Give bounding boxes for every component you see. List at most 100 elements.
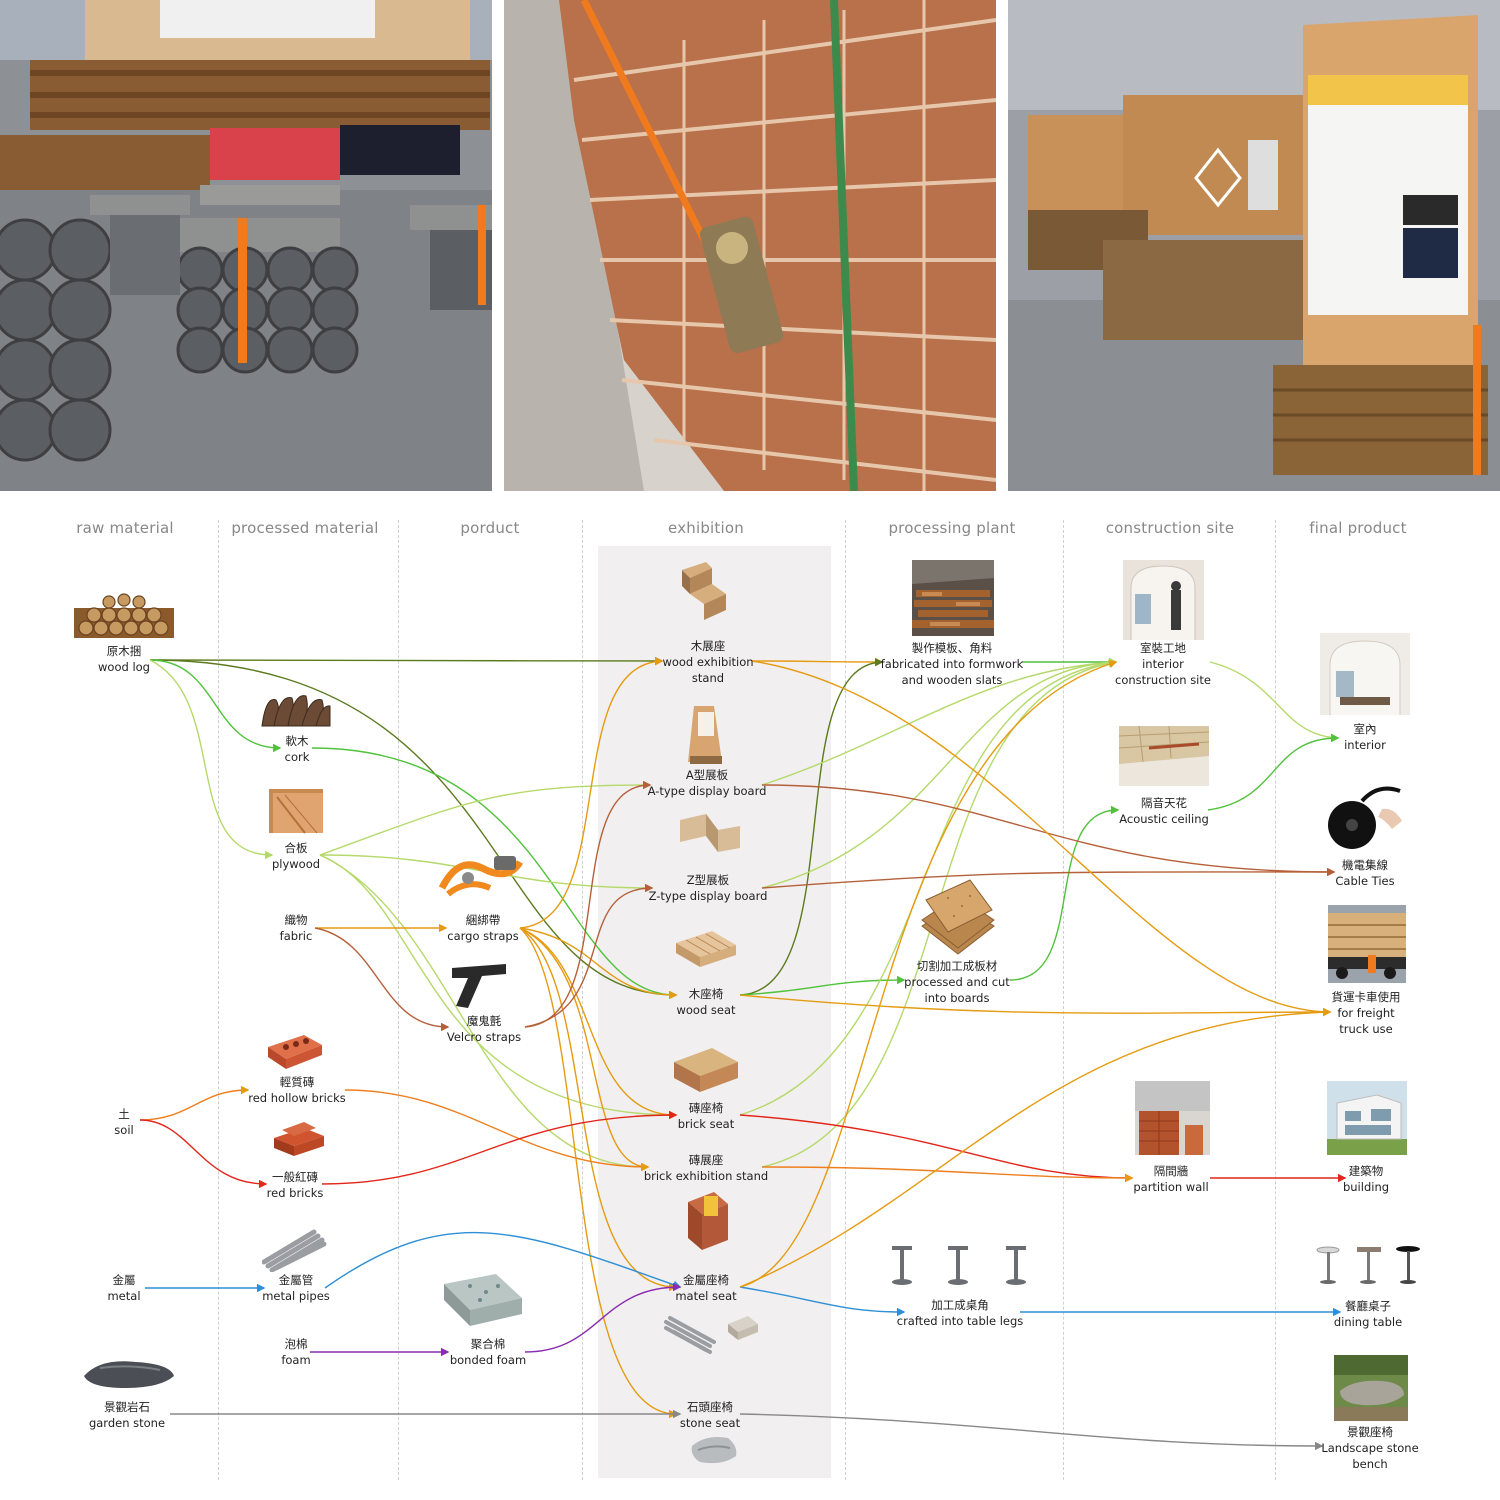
photo-exhibition-hall xyxy=(1008,0,1500,491)
link-acoustic-interior xyxy=(1207,733,1340,811)
link-stoneseat-bench xyxy=(739,1413,1324,1451)
link-woodlog-woodstand xyxy=(149,656,664,666)
link-ztype-interiorsite xyxy=(761,658,1118,889)
brick-seat-image xyxy=(674,1048,738,1092)
link-plywood-brickstand xyxy=(319,854,650,1172)
bonded-foam-image xyxy=(444,1274,522,1326)
interior-image xyxy=(1320,633,1410,715)
link-soil-hollow xyxy=(139,1085,250,1121)
column-divider xyxy=(218,520,219,1480)
plywood-image xyxy=(269,789,323,834)
dining-table-image xyxy=(1316,1246,1420,1284)
link-cargo-truck xyxy=(739,994,1332,1017)
column-divider xyxy=(1275,520,1276,1480)
a-type-display-board-image xyxy=(688,706,722,764)
link-fabric-velcro xyxy=(314,927,450,1032)
link-woodseat-formwork xyxy=(739,658,884,996)
column-header-final-product: final product xyxy=(1309,519,1407,537)
link-velcro-ztype xyxy=(524,883,654,1028)
wood-seat-image xyxy=(676,931,736,967)
acoustic-ceiling-image xyxy=(1119,726,1209,786)
link-cargo-woodseat xyxy=(519,927,678,1000)
brick-exhibition-stand-image xyxy=(688,1192,728,1250)
link-woodseat-cutboards xyxy=(739,975,906,996)
link-cargo-brickseat xyxy=(519,927,678,1120)
link-velcro-atype xyxy=(524,780,652,1028)
interior-site-image xyxy=(1123,560,1204,640)
wood-log-image xyxy=(74,593,174,638)
link-redbricks-brickseat xyxy=(321,1110,678,1185)
cargo-straps-image xyxy=(438,856,524,897)
table-legs-image xyxy=(892,1246,1026,1285)
red-hollow-bricks-image xyxy=(268,1035,322,1069)
column-divider xyxy=(845,520,846,1480)
column-header-raw-material: raw material xyxy=(76,519,174,537)
formwork-image xyxy=(912,560,994,636)
link-cargo-woodstand xyxy=(519,657,664,929)
link-woodlog-cork xyxy=(149,659,282,753)
red-bricks-image xyxy=(274,1122,324,1156)
column-header-exhibition: exhibition xyxy=(668,519,744,537)
metal-seat-image xyxy=(664,1316,758,1354)
link-woodlog-woodseat xyxy=(149,659,678,1000)
link-woodstand-truck xyxy=(751,660,1332,1017)
link-metalseat-interiorsite xyxy=(739,660,1118,1288)
partition-wall-image xyxy=(1135,1081,1210,1155)
z-type-display-board-image xyxy=(680,814,740,852)
link-soil-redbricks xyxy=(139,1119,268,1189)
column-header-processing-plant: processing plant xyxy=(888,519,1016,537)
link-brickseat-partition xyxy=(739,1114,1134,1183)
stone-seat-image xyxy=(691,1437,737,1464)
link-woodlog-plywood xyxy=(149,659,274,860)
link-pipes-metalseat xyxy=(324,1231,682,1289)
link-bonded-metalseat xyxy=(524,1282,682,1353)
link-woodstand-formwork xyxy=(751,657,884,667)
link-cargo-brickstand xyxy=(519,927,650,1172)
cut-boards-image xyxy=(921,879,995,955)
freight-truck-image xyxy=(1328,905,1406,983)
column-divider xyxy=(1063,520,1064,1480)
link-metalseat-truck xyxy=(739,1008,1332,1288)
link-ztype-cableties xyxy=(761,867,1336,889)
column-header-construction-site: construction site xyxy=(1105,519,1235,537)
column-divider xyxy=(398,520,399,1480)
metal-pipes-image xyxy=(262,1229,327,1272)
link-interiorsite-interior xyxy=(1209,661,1340,742)
link-cargo-stoneseat xyxy=(519,927,678,1419)
photo-stone-pipe-seats xyxy=(0,0,492,491)
exhibition-band xyxy=(598,546,831,1478)
link-brickstand-partition xyxy=(761,1166,1134,1183)
cork-image xyxy=(261,695,331,727)
landscape-bench-image xyxy=(1334,1355,1408,1421)
cable-ties-image xyxy=(1328,786,1402,849)
velcro-straps-image xyxy=(452,964,506,1008)
